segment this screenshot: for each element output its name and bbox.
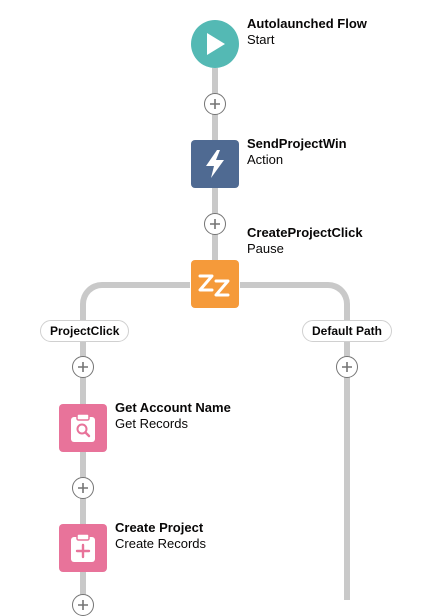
plus-icon bbox=[78, 483, 88, 493]
path-label-projectclick[interactable]: ProjectClick bbox=[40, 320, 130, 342]
clipboard-search-icon bbox=[71, 413, 95, 442]
action-title: SendProjectWin bbox=[247, 136, 347, 151]
add-element-button[interactable] bbox=[336, 356, 358, 378]
plus-icon bbox=[210, 219, 220, 229]
start-title: Autolaunched Flow bbox=[247, 16, 367, 31]
create-records-label: Create Project Create Records bbox=[115, 520, 206, 552]
lightning-icon bbox=[206, 150, 224, 178]
action-label: SendProjectWin Action bbox=[247, 136, 347, 168]
add-element-button[interactable] bbox=[72, 356, 94, 378]
connector-corner bbox=[80, 282, 108, 310]
clipboard-add-icon bbox=[71, 533, 95, 562]
add-element-button[interactable] bbox=[204, 213, 226, 235]
pause-label: CreateProjectClick Pause bbox=[247, 225, 363, 257]
plus-icon bbox=[78, 362, 88, 372]
pause-node[interactable] bbox=[191, 260, 239, 308]
create-records-node[interactable] bbox=[59, 524, 107, 572]
play-icon bbox=[207, 33, 225, 55]
action-node[interactable] bbox=[191, 140, 239, 188]
add-element-button[interactable] bbox=[72, 594, 94, 616]
connector bbox=[80, 572, 86, 600]
add-element-button[interactable] bbox=[72, 477, 94, 499]
start-subtitle: Start bbox=[247, 32, 275, 47]
get-records-label: Get Account Name Get Records bbox=[115, 400, 231, 432]
get-records-title: Get Account Name bbox=[115, 400, 231, 415]
plus-icon bbox=[210, 99, 220, 109]
connector bbox=[80, 304, 86, 404]
plus-icon bbox=[342, 362, 352, 372]
create-records-subtitle: Create Records bbox=[115, 536, 207, 551]
get-records-subtitle: Get Records bbox=[115, 416, 188, 431]
plus-icon bbox=[78, 600, 88, 610]
connector bbox=[102, 282, 190, 288]
start-label: Autolaunched Flow Start bbox=[247, 16, 367, 48]
zz-sleep-icon bbox=[198, 274, 230, 297]
create-records-title: Create Project bbox=[115, 520, 204, 535]
add-element-button[interactable] bbox=[204, 93, 226, 115]
pause-subtitle: Pause bbox=[247, 241, 284, 256]
action-subtitle: Action bbox=[247, 152, 284, 167]
start-node[interactable] bbox=[191, 20, 239, 68]
connector bbox=[240, 282, 328, 288]
get-records-node[interactable] bbox=[59, 404, 107, 452]
connector bbox=[344, 304, 350, 600]
connector-corner bbox=[322, 282, 350, 310]
pause-title: CreateProjectClick bbox=[247, 225, 363, 240]
path-label-default[interactable]: Default Path bbox=[302, 320, 393, 342]
